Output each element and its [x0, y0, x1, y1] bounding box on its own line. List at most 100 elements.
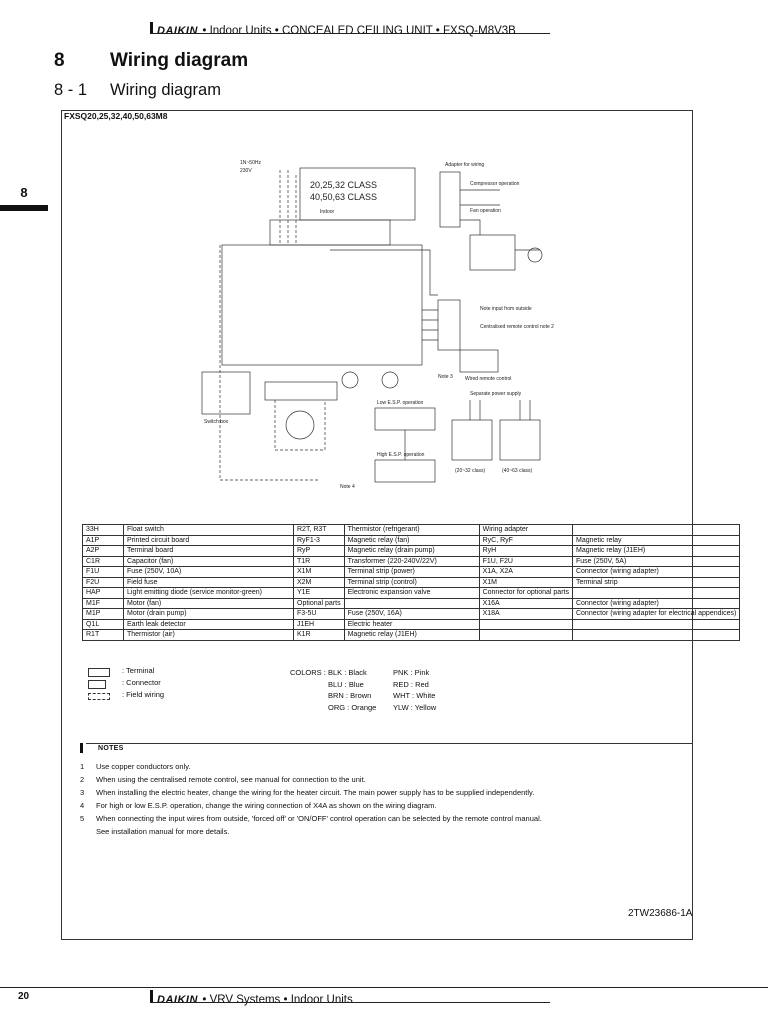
chapter-number: 8	[54, 50, 65, 71]
legend-cell: Motor (fan)	[123, 597, 294, 609]
legend-cell	[571, 524, 741, 536]
header-bar-mark	[150, 22, 153, 34]
note-text: Use copper conductors only.	[96, 762, 191, 771]
header-text: • Indoor Units • CONCEALED CEILING UNIT …	[202, 25, 516, 37]
adapter-label: Adapter for wiring	[445, 162, 484, 168]
legend-cell: Thermistor (air)	[123, 629, 294, 641]
note-input-label: Note input from outside	[480, 306, 532, 312]
legend-cell: Float switch	[123, 524, 294, 536]
legend-cell: X1A, X2A	[478, 566, 573, 578]
legend-cell: Printed circuit board	[123, 534, 294, 546]
section-title: Wiring diagram	[110, 81, 221, 99]
wired-remote-box	[459, 349, 499, 373]
legend-cell: X1M	[293, 566, 345, 578]
header: DAIKIN • Indoor Units • CONCEALED CEILIN…	[157, 21, 516, 39]
legend-cell: Fuse (250V, 10A)	[123, 566, 294, 578]
legend-cell: Wiring adapter	[478, 524, 573, 536]
compressor-op-label: Compressor operation	[470, 181, 520, 187]
legend-cell	[571, 629, 741, 641]
note-text: See installation manual for more details…	[96, 827, 230, 836]
legend-cell: Motor (drain pump)	[123, 608, 294, 620]
note4-label: Note 4	[340, 484, 355, 490]
pcb-a1p-outline	[221, 244, 423, 366]
field-wiring-symbol	[88, 693, 110, 700]
wiring-diagram: 1N~50Hz 230V Adapter for wiring Compress…	[201, 160, 554, 490]
note-number: 4	[80, 801, 85, 810]
wired-remote-label: Wired remote control	[465, 376, 511, 382]
notes-bar-mark	[80, 743, 83, 753]
legend-cell	[478, 618, 573, 630]
separate-power-label: Separate power supply	[470, 391, 522, 397]
color-entry: BLU : Blue	[328, 679, 364, 689]
legend-cell: Field fuse	[123, 576, 294, 588]
daikin-logo: DAIKIN	[157, 25, 198, 37]
legend-cell: Magnetic relay	[571, 534, 741, 546]
footer-text: • VRV Systems • Indoor Units	[202, 994, 353, 1006]
legend-cell: Q1L	[82, 618, 124, 630]
legend-cell: Terminal strip	[571, 576, 741, 588]
x2m-strip	[437, 299, 461, 351]
legend-cell: Connector for optional parts	[478, 587, 573, 599]
color-entry: PNK : Pink	[393, 668, 430, 677]
low-esp-block	[374, 407, 436, 431]
class-small-label: (20~32 class)	[455, 468, 485, 474]
switch-box-outline	[201, 371, 251, 415]
legend-cell	[343, 597, 480, 609]
chapter-title: Wiring diagram	[110, 50, 249, 71]
footer-rule	[150, 1002, 550, 1003]
note-number: 1	[80, 762, 85, 771]
color-entry: BLK : Black	[328, 668, 367, 677]
legend-cell: X2M	[293, 576, 345, 588]
legend-cell: F1U	[82, 566, 124, 578]
colors-label: COLORS :	[290, 668, 326, 677]
legend-cell: RyC, RyF	[478, 534, 573, 546]
notes-title: NOTES	[98, 745, 124, 752]
legend-cell: R2T, R3T	[293, 524, 345, 536]
switch-box-label: Switch box	[204, 419, 229, 425]
legend-cell: T1R	[293, 555, 345, 567]
adapter-relays	[469, 234, 516, 271]
legend-cell: R1T	[82, 629, 124, 641]
legend-cell: Transformer (220-240V/22V)	[343, 555, 480, 567]
legend-cell: F2U	[82, 576, 124, 588]
legend-cell: A2P	[82, 545, 124, 557]
legend-cell: HAP	[82, 587, 124, 599]
legend-cell: Optional parts	[293, 597, 345, 609]
high-esp-block	[374, 459, 436, 483]
terminal-symbol	[88, 668, 110, 677]
footer-daikin-logo: DAIKIN	[157, 994, 198, 1006]
voltage-label: 230V	[240, 168, 252, 174]
legend-cell: RyP	[293, 545, 345, 557]
color-entry: BRN : Brown	[328, 691, 372, 700]
chapter-heading: 8 Wiring diagram	[54, 50, 248, 72]
class1-label: 20,25,32 CLASS	[310, 180, 377, 190]
footer-bar-mark	[150, 990, 153, 1002]
legend-cell	[571, 618, 741, 630]
color-entry: ORG : Orange	[328, 702, 377, 712]
legend-cell: Capacitor (fan)	[123, 555, 294, 567]
adapter-strip	[439, 171, 461, 228]
note-text: When connecting the input wires from out…	[96, 814, 542, 823]
note-text: For high or low E.S.P. operation, change…	[96, 801, 437, 810]
legend-cell: C1R	[82, 555, 124, 567]
legend-cell: Connector (wiring adapter for electrical…	[571, 608, 741, 620]
legend-cell: Electric heater	[343, 618, 480, 630]
class-box	[299, 167, 416, 221]
legend-cell: Fuse (250V, 16A)	[343, 608, 480, 620]
legend-cell: Magnetic relay (fan)	[343, 534, 480, 546]
terminal-text: : Terminal	[122, 666, 155, 675]
color-entry: WHT : White	[393, 691, 436, 700]
legend-cell: Terminal strip (control)	[343, 576, 480, 588]
note3-label: Note 3	[438, 374, 453, 380]
heater-b	[499, 419, 541, 461]
footer: DAIKIN • VRV Systems • Indoor Units	[157, 990, 353, 1008]
legend-cell: X16A	[478, 597, 573, 609]
